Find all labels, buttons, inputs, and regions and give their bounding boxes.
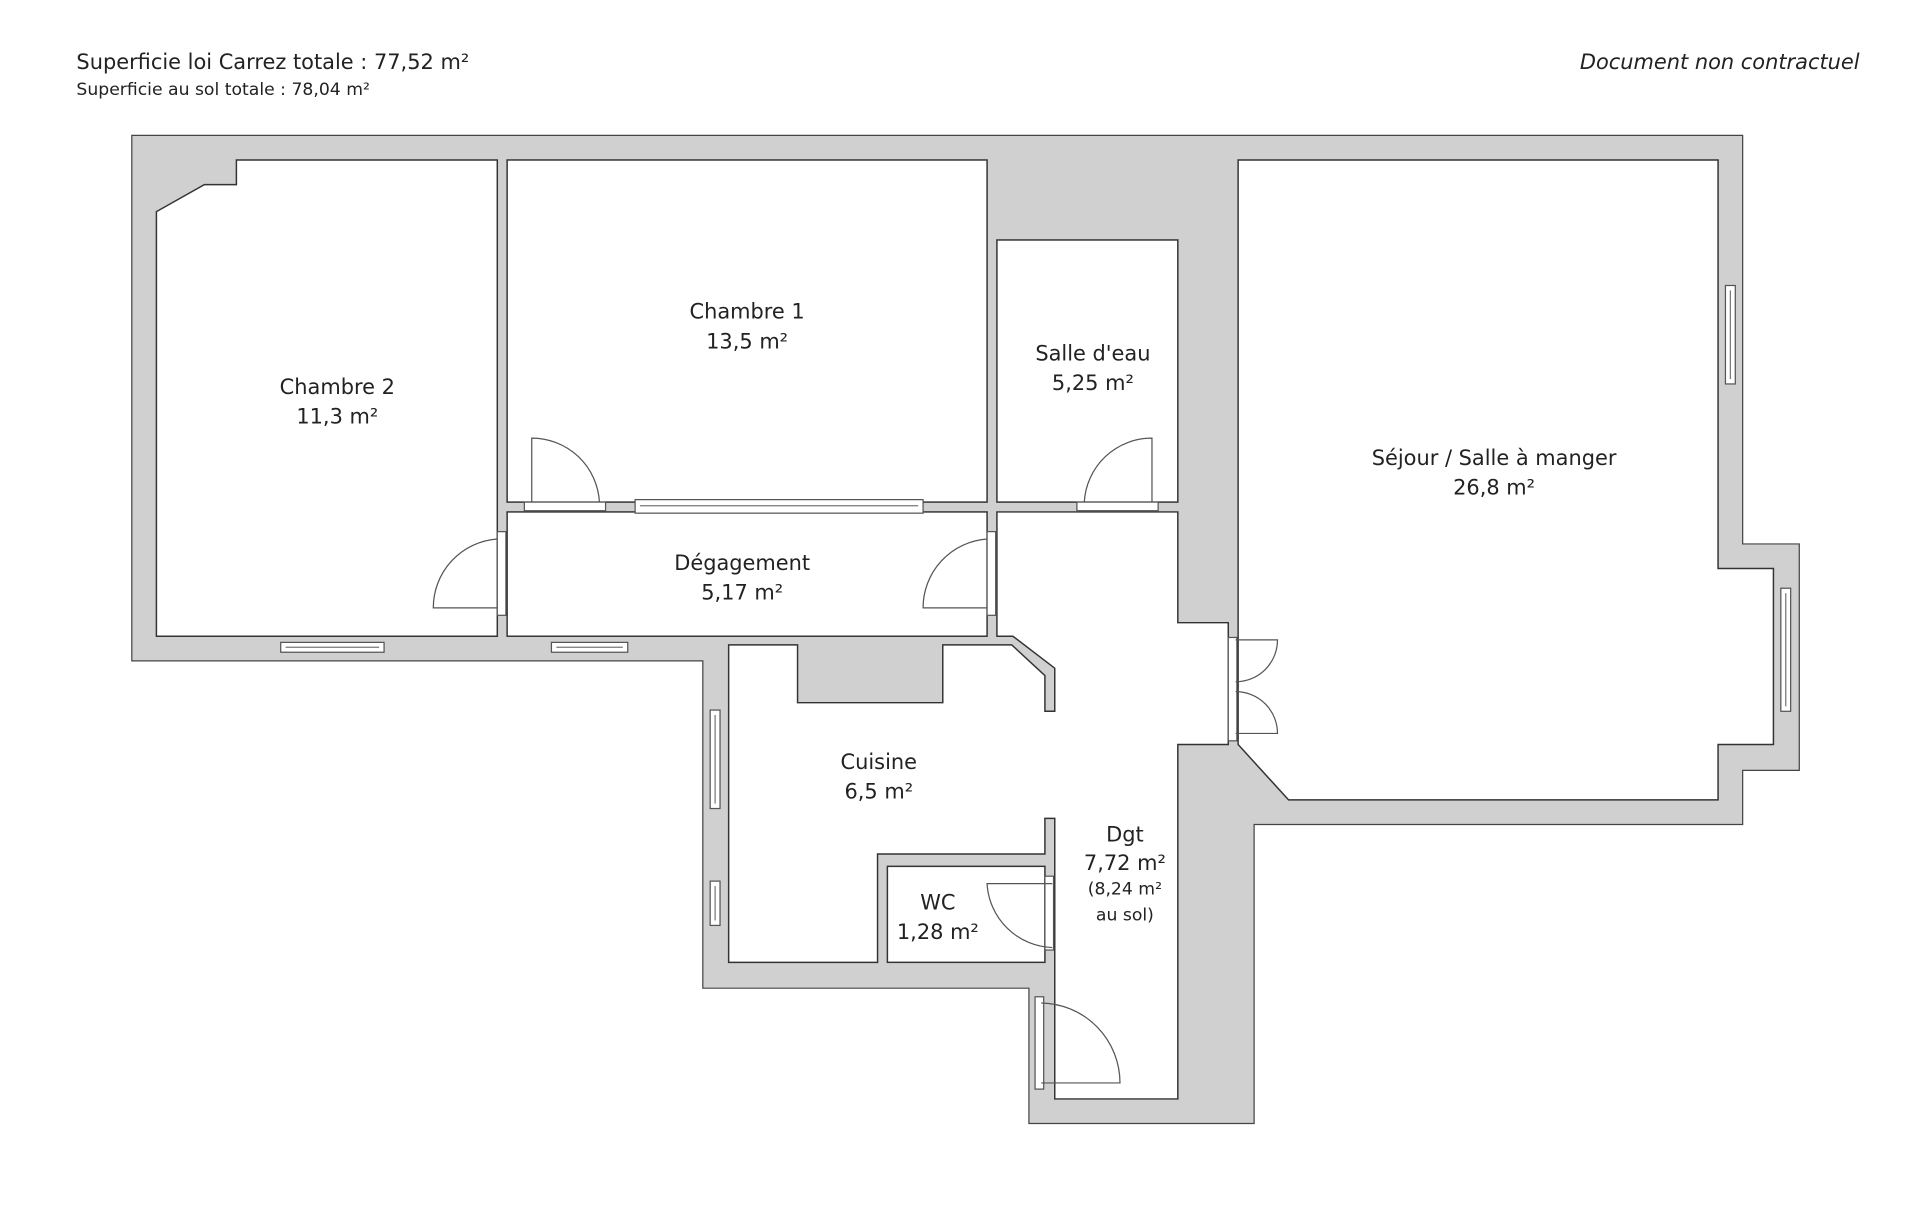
windows: [280, 284, 1792, 927]
chambre1-name: Chambre 1: [689, 300, 804, 324]
wc-name: WC: [920, 890, 955, 914]
sejour-area: 26,8 m²: [1453, 476, 1535, 500]
cuisine-name: Cuisine: [841, 750, 917, 774]
degagement-name: Dégagement: [674, 551, 810, 575]
chambre1-area: 13,5 m²: [706, 329, 788, 353]
room-chambre-1: [506, 159, 988, 503]
disclaimer: Document non contractuel: [1580, 50, 1860, 74]
salle-eau-name: Salle d'eau: [1035, 342, 1150, 366]
cuisine-area: 6,5 m²: [844, 780, 913, 804]
wc-area: 1,28 m²: [897, 920, 979, 944]
room-cuisine-dgt: [727, 511, 1230, 1100]
sol-total: Superficie au sol totale : 78,04 m²: [76, 80, 369, 100]
sejour-name: Séjour / Salle à manger: [1372, 446, 1617, 470]
room-degagement: [506, 511, 988, 637]
chambre2-area: 11,3 m²: [296, 404, 378, 428]
dgt-area: 7,72 m²: [1084, 851, 1166, 875]
degagement-area: 5,17 m²: [701, 580, 783, 604]
room-chambre-2: [155, 159, 499, 637]
room-salle-eau: [996, 239, 1179, 503]
salle-eau-area: 5,25 m²: [1052, 371, 1134, 395]
room-wc: [886, 865, 1046, 964]
carrez-total: Superficie loi Carrez totale : 77,52 m²: [76, 50, 469, 74]
chambre2-name: Chambre 2: [280, 375, 395, 399]
dgt-note-1: (8,24 m²: [1088, 880, 1162, 900]
dgt-note-2: au sol): [1096, 905, 1154, 925]
doors: [432, 437, 1279, 1090]
dgt-name: Dgt: [1106, 823, 1144, 847]
room-sejour: [1237, 159, 1775, 801]
